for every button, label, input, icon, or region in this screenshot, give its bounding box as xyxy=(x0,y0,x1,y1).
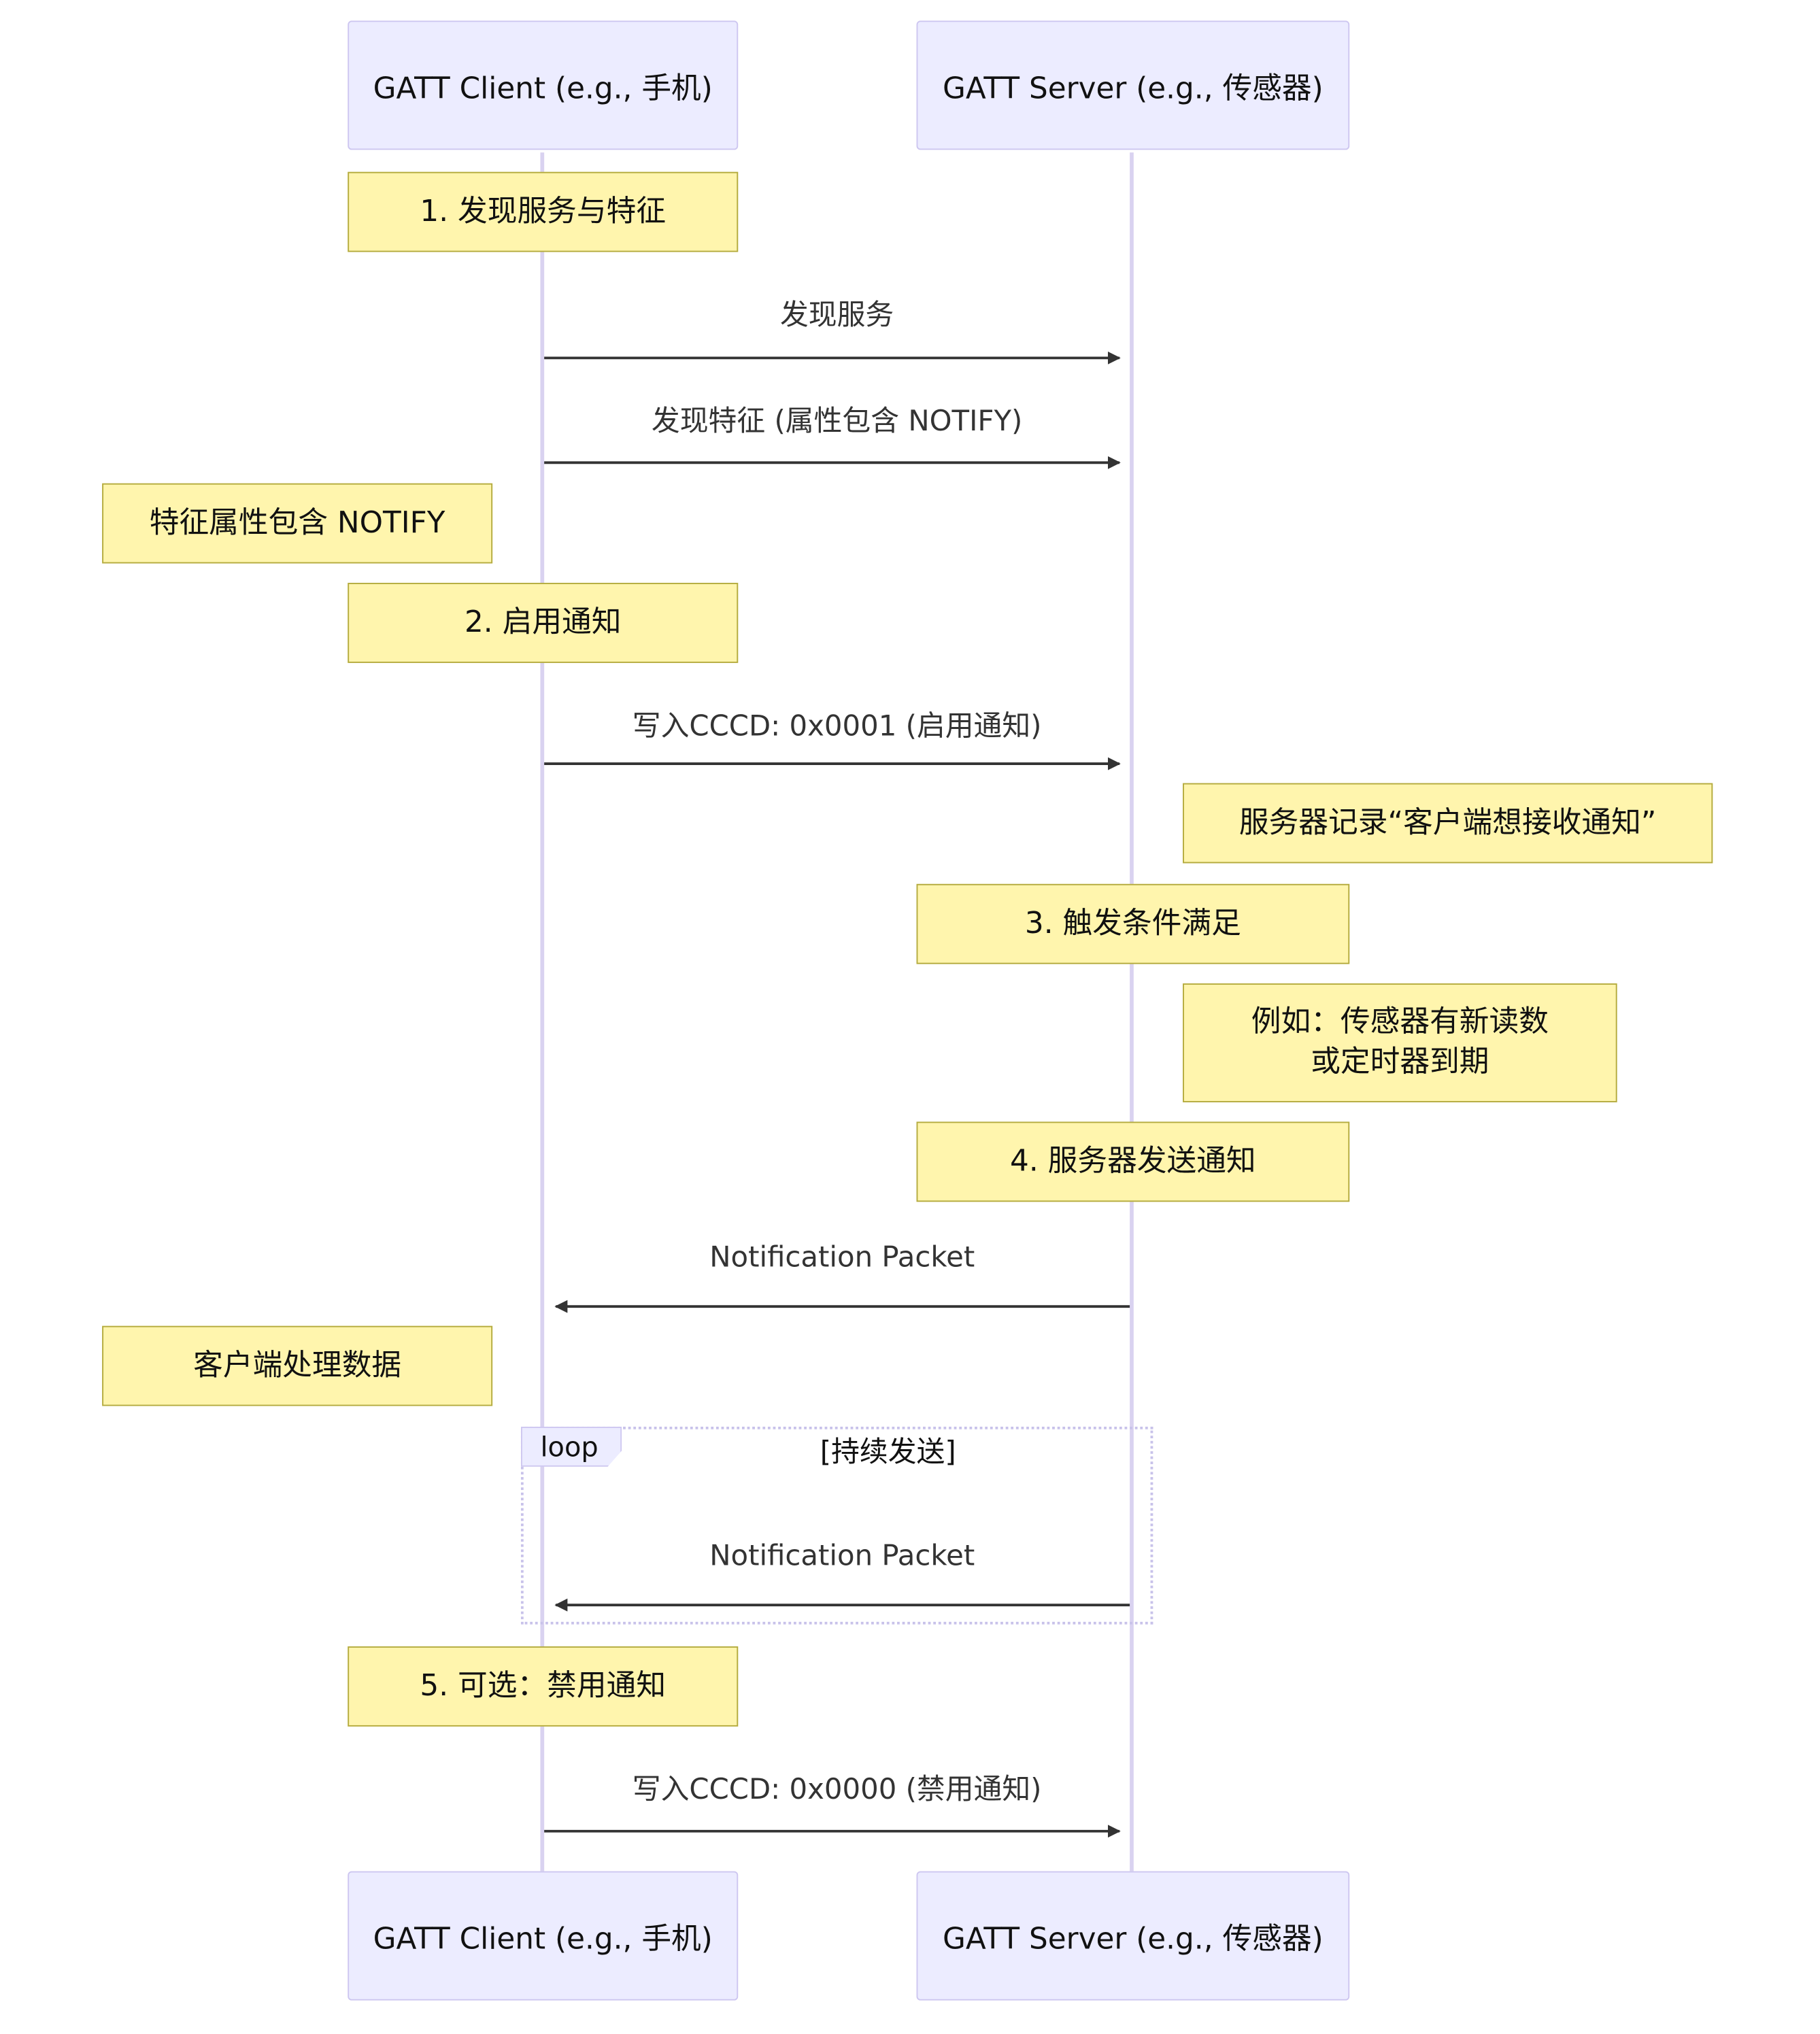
note-step1-text: 1. 发现服务与特征 xyxy=(420,194,667,228)
message-label-write-cccd-enable: 写入CCCD: 0x0001 (启用通知) xyxy=(632,711,1042,743)
note-step2-text: 2. 启用通知 xyxy=(464,605,622,639)
note-step3: 3. 触发条件满足 xyxy=(916,883,1350,964)
note-step4-text: 4. 服务器发送通知 xyxy=(1010,1144,1256,1179)
note-step5: 5. 可选：禁用通知 xyxy=(348,1646,739,1727)
note-notify-attribute-text: 特征属性包含 NOTIFY xyxy=(149,505,445,540)
loop-tag-label: loop xyxy=(540,1431,599,1463)
loop-frame xyxy=(520,1426,1153,1625)
note-server-record-text: 服务器记录“客户端想接收通知” xyxy=(1238,805,1657,840)
server-lifeline xyxy=(1130,152,1134,1871)
note-step1: 1. 发现服务与特征 xyxy=(348,171,739,252)
note-notify-attribute: 特征属性包含 NOTIFY xyxy=(102,483,493,564)
client-actor-label: GATT Client (e.g., 手机) xyxy=(373,72,713,106)
note-server-record: 服务器记录“客户端想接收通知” xyxy=(1183,783,1713,864)
note-step2: 2. 启用通知 xyxy=(348,583,739,663)
note-example-line1: 例如：传感器有新读数 xyxy=(1251,1005,1549,1039)
loop-condition: [持续发送] xyxy=(820,1437,956,1470)
message-label-discover-services: 发现服务 xyxy=(779,299,894,333)
note-client-process: 客户端处理数据 xyxy=(102,1325,493,1406)
message-label-write-cccd-disable: 写入CCCD: 0x0000 (禁用通知) xyxy=(632,1774,1042,1807)
server-actor-label: GATT Server (e.g., 传感器) xyxy=(943,1922,1324,1957)
server-actor-label: GATT Server (e.g., 传感器) xyxy=(943,72,1324,106)
server-actor-top: GATT Server (e.g., 传感器) xyxy=(916,20,1350,150)
client-lifeline xyxy=(540,152,545,1871)
note-step5-text: 5. 可选：禁用通知 xyxy=(420,1669,667,1703)
note-example-line2: 或定时器到期 xyxy=(1311,1045,1489,1079)
note-step3-text: 3. 触发条件满足 xyxy=(1024,906,1241,940)
server-actor-bottom: GATT Server (e.g., 传感器) xyxy=(916,1871,1350,2001)
client-actor-top: GATT Client (e.g., 手机) xyxy=(348,20,739,150)
note-step4: 4. 服务器发送通知 xyxy=(916,1121,1350,1202)
note-example: 例如：传感器有新读数 或定时器到期 xyxy=(1183,983,1617,1102)
message-label-notification: Notification Packet xyxy=(709,1242,975,1274)
loop-tag: loop xyxy=(520,1426,622,1467)
message-label-discover-characteristics: 发现特征 (属性包含 NOTIFY) xyxy=(651,405,1023,439)
message-label-notification-loop: Notification Packet xyxy=(709,1540,975,1573)
client-actor-bottom: GATT Client (e.g., 手机) xyxy=(348,1871,739,2001)
note-client-process-text: 客户端处理数据 xyxy=(193,1348,402,1383)
client-actor-label: GATT Client (e.g., 手机) xyxy=(373,1922,713,1957)
